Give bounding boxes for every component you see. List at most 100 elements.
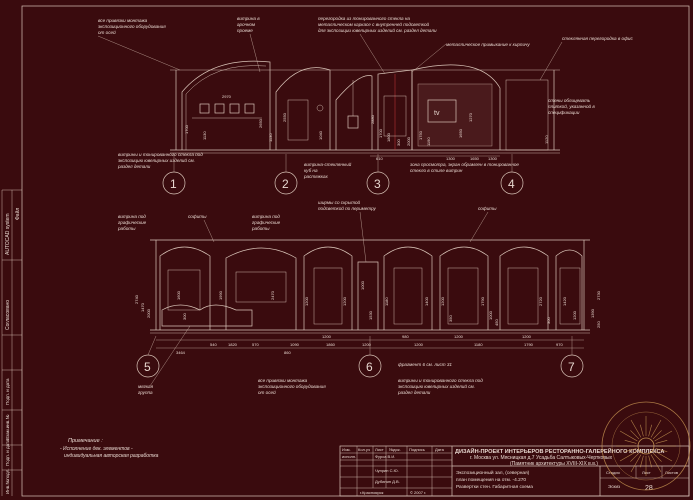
leader [249, 33, 261, 73]
note: группа [138, 390, 153, 395]
side-stamp: Файл [14, 208, 21, 220]
tb-person: Дубинин Д.В. [375, 479, 400, 484]
arch-1 [181, 60, 271, 150]
side-stamp: AUTOCAD system [5, 213, 11, 255]
dimension-label: 2970 [222, 94, 232, 99]
showcase-niche [507, 267, 539, 325]
seal-rays [616, 416, 676, 476]
dimension-label: 1750 [418, 130, 423, 140]
bay-arch [383, 246, 433, 330]
dimension-label: 1190 [426, 137, 431, 146]
dimension-label: 1200 [342, 296, 347, 306]
marker-number: 4 [508, 177, 515, 191]
display-case [244, 103, 255, 114]
bay-arch [303, 246, 353, 330]
showcase-niche [447, 267, 479, 325]
dimension-label: 1090 [290, 342, 300, 347]
dimension-label: 1200 [322, 334, 332, 339]
dimension-label: 1200 [440, 296, 445, 306]
note: проеме [237, 28, 253, 33]
glass-cube [347, 115, 359, 129]
note: все привязки монтажа [98, 18, 148, 23]
dimension-label: 610 [376, 156, 383, 161]
note: ширмы со скрытой [318, 199, 361, 205]
seal-ray [654, 430, 673, 442]
note: экспозиционного оборудования [258, 384, 326, 389]
display-case [214, 103, 225, 114]
elevation-top: tv [170, 60, 560, 154]
note: витрина под [252, 214, 280, 219]
note: раздел детали [117, 164, 151, 169]
showcase-niche [393, 267, 423, 325]
seal-center [637, 437, 655, 455]
dimension-label: 1200 [522, 334, 532, 339]
bay-arch [225, 247, 297, 330]
dimension-label: 1040 [318, 130, 323, 140]
project-subtitle: (Памятник архитектуры XVIII-XIX в.в.) [510, 461, 598, 467]
note: стеклянная перегородка в офис [562, 36, 633, 41]
screen-panel [357, 261, 379, 330]
note: мягкая [138, 384, 154, 389]
note: витрина-стеклянный [304, 161, 352, 167]
dimension-label: 1200 [362, 342, 372, 347]
note: работы [251, 226, 270, 231]
note: раздел детали [397, 390, 431, 395]
note: стены облицевать [548, 98, 591, 103]
note: куб на [304, 168, 318, 173]
seal-ring [601, 401, 691, 491]
note: экспозиционного оборудования [98, 24, 166, 29]
dimension-label: 1470 [140, 302, 145, 312]
note: плиткой, указанной в [548, 103, 595, 109]
seal-ray [648, 424, 652, 437]
dimension-label: 350 [448, 315, 453, 322]
project-address: г. Москва ул. Мясницкая д.7 Усадьба Салт… [470, 455, 613, 461]
display-case [199, 103, 210, 114]
note: витрина в [237, 16, 260, 21]
dimension-label: 1700 [184, 124, 189, 134]
showcase-niche [313, 267, 343, 325]
tb-col-sheet: Лист [642, 470, 651, 475]
note: работы [117, 226, 136, 231]
arch-2-niche [287, 99, 309, 141]
title-block: Изм. Кол.уч Лист №док. Подпись Дата испо… [339, 445, 690, 497]
marker-number: 6 [366, 360, 373, 374]
seal-ray [630, 452, 640, 462]
dimension-label: 1270 [468, 112, 473, 122]
dimension-label: 2470 [270, 290, 275, 300]
soft-seating [161, 304, 253, 327]
note: графические [252, 220, 281, 225]
dimension-label: 1420 [562, 296, 567, 306]
tb-role: исполн. [342, 454, 356, 459]
bay-arch [555, 249, 583, 330]
leader [97, 35, 181, 71]
dimension-label: 1650 [470, 156, 480, 161]
seal-ray [640, 455, 644, 468]
elevation-middle [150, 239, 590, 334]
tb-person: Чуприн С.Ю. [375, 468, 399, 473]
dimension-label: 1650 [458, 128, 463, 138]
dimension-label: 300 [182, 313, 187, 320]
seal-ray [654, 450, 673, 462]
bottom-notes: мягкая группа все привязки монтажа экспо… [138, 325, 483, 395]
side-stamps: AUTOCAD system Файл Согласовано Подп. и … [5, 208, 21, 494]
dimension-label: 2000 [146, 308, 151, 318]
leader [539, 41, 563, 81]
dimension-label: 1180 [474, 342, 483, 347]
dimension-label: 570 [252, 342, 259, 347]
seal-ray [640, 424, 644, 437]
seal-ray [619, 430, 638, 442]
vault [411, 64, 501, 150]
dimension-label: 1990 [218, 290, 223, 300]
tv-label: tv [434, 110, 440, 117]
marker-number: 1 [170, 177, 177, 191]
tb-sheet-number: 28 [645, 485, 653, 492]
dimension-label: 2880 [370, 114, 375, 124]
tb-header: Изм. [342, 447, 351, 452]
remark-title: Примечание : [68, 438, 103, 444]
dimension-label: 1390 [590, 308, 595, 318]
tv-screen [427, 99, 457, 123]
sheet-frame [21, 5, 690, 497]
marker-number: 3 [374, 177, 381, 191]
remark-line: индивидуальная авторская разработка [64, 453, 159, 459]
